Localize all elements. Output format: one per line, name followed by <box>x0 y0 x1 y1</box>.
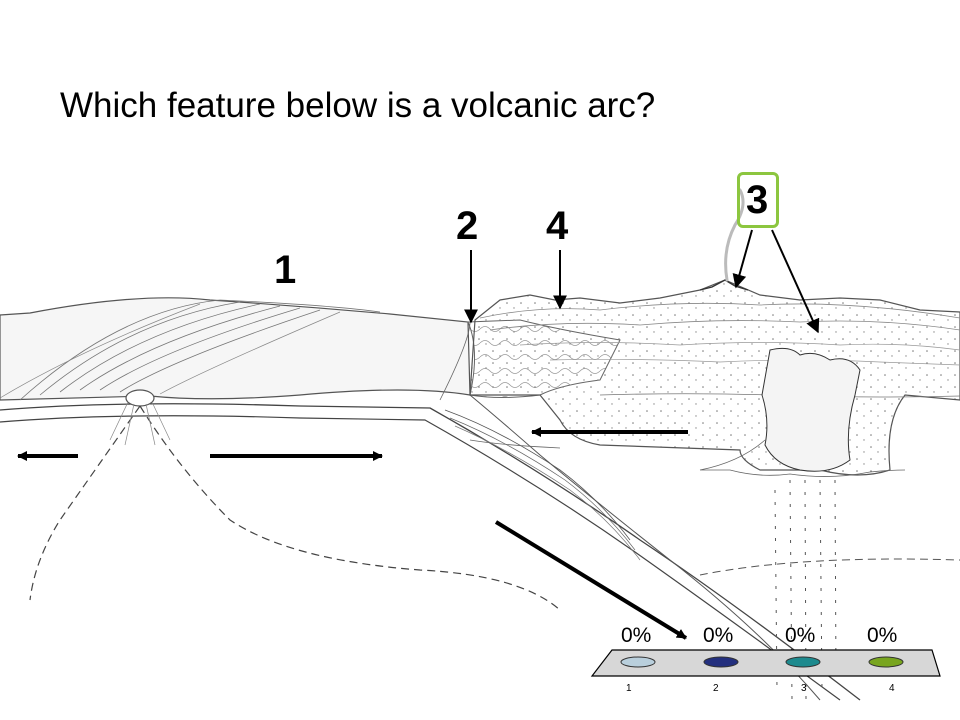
subduction-direction-arrow <box>494 520 688 640</box>
response-bar-2 <box>703 656 739 668</box>
label-2: 2 <box>456 204 479 248</box>
question-text: Which feature below is a volcanic arc? <box>60 86 656 125</box>
choice-1-percent: 0% <box>621 624 652 647</box>
chart-base <box>590 649 941 677</box>
choice-1-label: 1 <box>626 683 632 694</box>
choice-3-label: 3 <box>801 683 807 694</box>
mid-ocean-ridge <box>0 299 561 611</box>
label-3-pointer-arrow-a <box>732 229 753 289</box>
choice-2-label: 2 <box>713 683 719 694</box>
magma-plume <box>699 347 960 701</box>
choice-4-label: 4 <box>889 683 895 694</box>
response-bar-3 <box>785 656 821 668</box>
label-3: 3 <box>746 178 769 222</box>
choice-2-percent: 0% <box>703 624 734 647</box>
response-bar-4 <box>868 656 904 668</box>
label-1: 1 <box>274 248 297 292</box>
response-bar-1 <box>620 656 656 668</box>
choice-3-percent: 0% <box>785 624 816 647</box>
choice-4-percent: 0% <box>867 624 898 647</box>
correct-answer-highlight <box>737 172 779 228</box>
oceanic-plate <box>0 297 861 701</box>
response-chart <box>590 649 941 677</box>
label-3-pointer-arrow-b <box>771 229 820 334</box>
label-4: 4 <box>546 204 569 248</box>
